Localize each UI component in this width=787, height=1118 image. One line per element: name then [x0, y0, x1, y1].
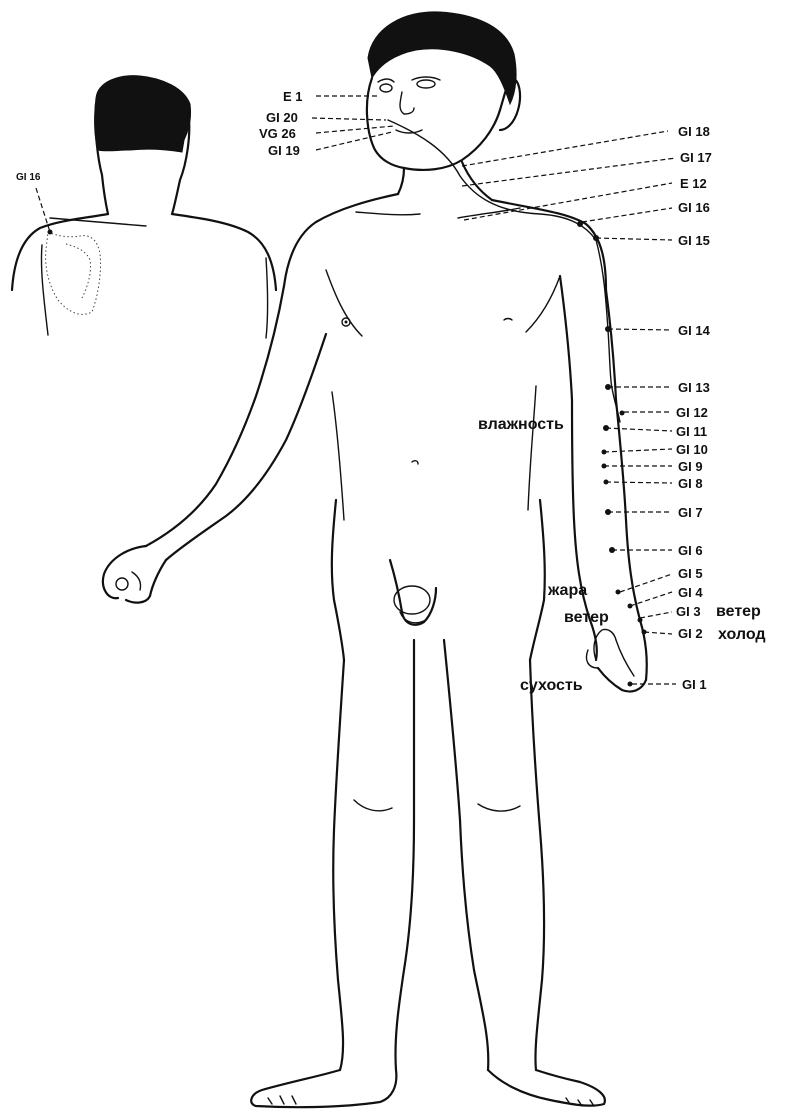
label-gi6: GI 6 — [678, 543, 703, 558]
label-gi1: GI 1 — [682, 677, 707, 692]
meridian-line — [388, 120, 620, 422]
label-gi19: GI 19 — [268, 143, 300, 158]
label-back-gi16: GI 16 — [16, 172, 41, 183]
label-suhost: сухость — [520, 677, 583, 694]
label-gi7: GI 7 — [678, 505, 703, 520]
label-gi3: GI 3 — [676, 604, 701, 619]
label-gi5: GI 5 — [678, 566, 703, 581]
label-gi18: GI 18 — [678, 124, 710, 139]
label-gi17: GI 17 — [680, 150, 712, 165]
label-gi16: GI 16 — [678, 200, 710, 215]
label-e12: E 12 — [680, 176, 707, 191]
label-gi13: GI 13 — [678, 380, 710, 395]
label-gi4: GI 4 — [678, 585, 703, 600]
label-gi11: GI 11 — [676, 424, 707, 439]
back-view-figure — [12, 76, 276, 338]
label-gi14: GI 14 — [678, 323, 711, 338]
label-gi9: GI 9 — [678, 459, 703, 474]
label-vg26: VG 26 — [259, 126, 296, 141]
label-e1: E 1 — [283, 89, 303, 104]
label-gi20: GI 20 — [266, 110, 298, 125]
point-labels: E 1 GI 20 VG 26 GI 19 GI 18 GI 17 E 12 G… — [16, 89, 712, 692]
label-zhara: жара — [547, 582, 587, 599]
label-gi2: GI 2 — [678, 626, 703, 641]
label-vlazhnost: влажность — [478, 416, 564, 433]
label-veter-right: ветер — [716, 603, 761, 620]
label-gi8: GI 8 — [678, 476, 703, 491]
label-gi12: GI 12 — [676, 405, 708, 420]
label-veter-left: ветер — [564, 609, 609, 626]
label-holod: холод — [718, 626, 766, 643]
label-gi15: GI 15 — [678, 233, 710, 248]
label-gi10: GI 10 — [676, 442, 708, 457]
front-view-figure — [103, 12, 647, 1107]
point-markers — [48, 221, 647, 687]
